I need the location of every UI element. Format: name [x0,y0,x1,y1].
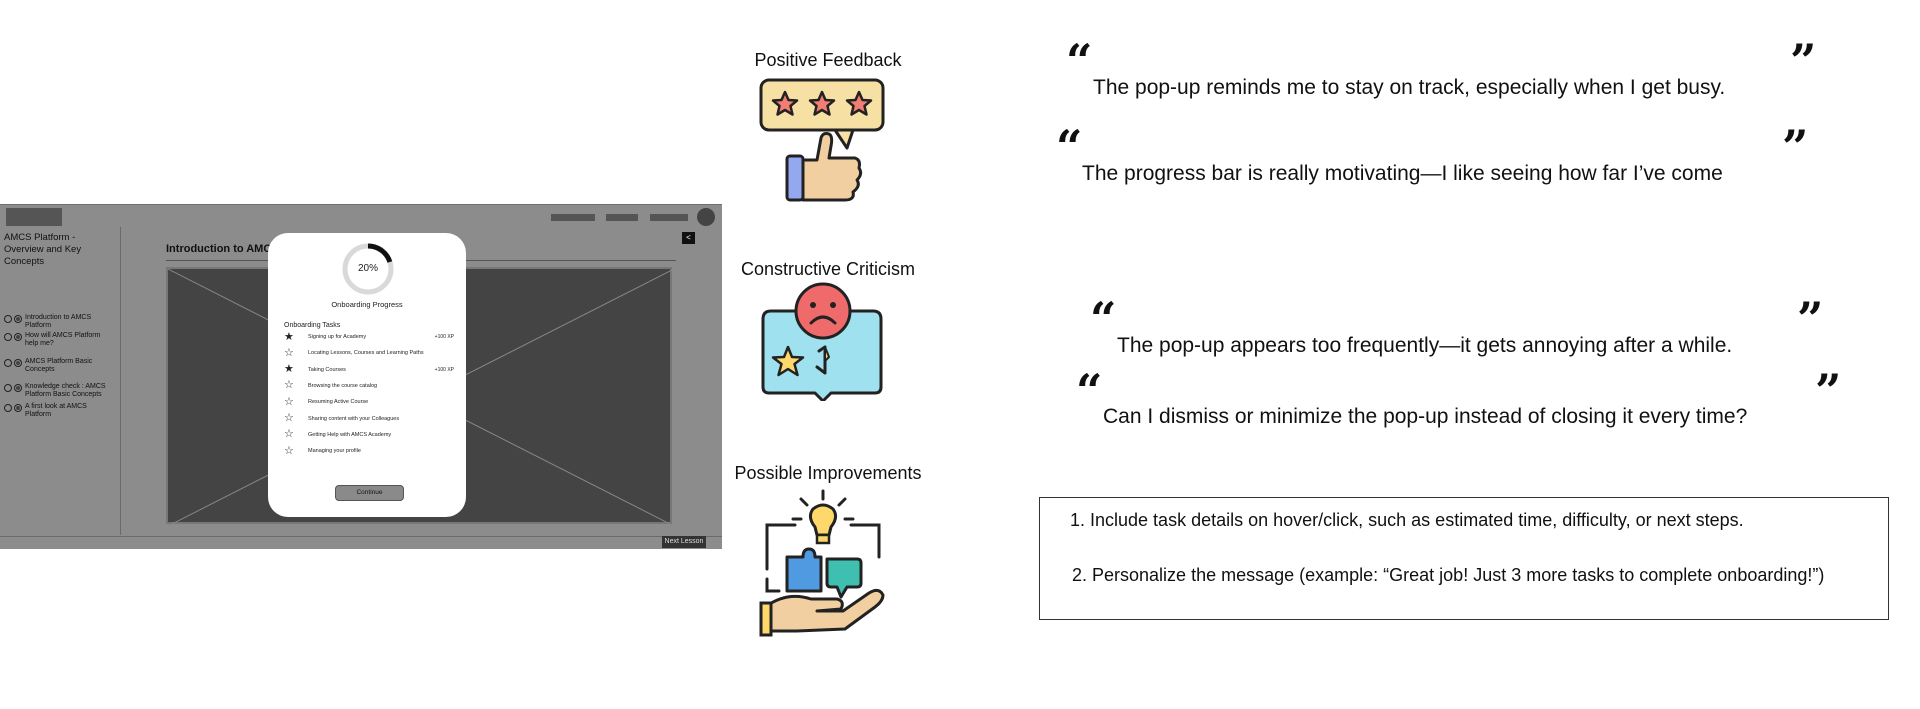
quote-text: The pop-up appears too frequently—it get… [1117,334,1733,357]
open-quote-mark: “ [1090,292,1117,346]
section-title-improvements: Possible Improvements [734,463,922,483]
task-xp: +100 XP [434,366,454,373]
task-name: Sharing content with your Colleagues [308,415,400,422]
open-quote-mark: “ [1066,34,1093,88]
sidebar-lesson[interactable]: A first look at AMCS Platform [4,403,95,419]
improvement-item: 2. Personalize the message (example: “Gr… [1072,565,1825,585]
task-xp: +100 XP [434,334,454,340]
task-name: Getting Help with AMCS Academy [308,431,392,438]
task-name: Managing your profile [308,448,361,455]
tasks-heading: Onboarding Tasks [284,322,341,329]
back-button[interactable]: < [682,232,695,244]
sad-face-rating-icon [761,282,883,401]
task-row[interactable]: ☆ Locating Lessons, Courses and Learning … [284,347,454,359]
quote-text: The progress bar is really motivating—I … [1082,162,1723,185]
task-name: Resuming Active Course [308,399,369,406]
continue-button[interactable]: Continue [335,485,404,501]
sidebar-lesson[interactable]: Introduction to AMCS Platform [4,314,105,330]
section-title-criticism: Constructive Criticism [740,259,916,279]
modal-title: Onboarding Progress [331,300,403,309]
nav-placeholder-2[interactable] [606,214,638,221]
close-quote-mark: ” [1815,364,1842,418]
sidebar-lesson[interactable]: Knowledge check : AMCS Platform Basic Co… [4,383,121,399]
star-filled-icon: ★ [284,330,294,343]
avatar[interactable] [697,208,715,226]
onboarding-progress-modal: 20% Onboarding Progress Onboarding Tasks… [268,233,466,517]
task-row[interactable]: ☆ Browsing the course catalog [284,380,454,392]
improvements-box: 1. Include task details on hover/click, … [1039,497,1889,620]
star-outline-icon: ☆ [284,428,294,441]
course-title: AMCS Platform - Overview and Key Concept… [4,232,82,267]
star-outline-icon: ☆ [284,346,294,359]
task-row[interactable]: ☆ Getting Help with AMCS Academy [284,429,454,441]
close-quote-mark: ” [1782,120,1809,174]
star-outline-icon: ☆ [284,412,294,424]
star-outline-icon: ☆ [284,444,294,457]
task-name: Taking Courses [308,366,346,373]
nav-placeholder-3[interactable] [650,214,688,221]
improvement-item: 1. Include task details on hover/click, … [1070,510,1744,530]
quote-text: The pop-up reminds me to stay on track, … [1093,76,1726,99]
open-quote-mark: “ [1056,120,1083,174]
task-name: Locating Lessons, Courses and Learning P… [308,350,424,357]
section-title-positive: Positive Feedback [754,50,902,70]
task-name: Signing up for Academy [308,334,367,340]
next-lesson-button[interactable]: Next Lesson [662,536,706,548]
star-outline-icon: ☆ [284,395,294,408]
task-name: Browsing the course catalog [308,382,378,389]
sidebar-lesson[interactable]: AMCS Platform Basic Concepts [4,358,105,374]
star-filled-icon: ★ [284,363,294,376]
close-quote-mark: ” [1790,34,1817,88]
task-row[interactable]: ☆ Sharing content with your Colleagues [284,413,454,425]
close-quote-mark: ” [1797,292,1824,346]
sidebar-lesson[interactable]: How will AMCS Platform help me? [4,332,105,348]
footer-divider [0,536,722,537]
task-row[interactable]: ☆ Resuming Active Course [284,396,454,408]
task-row[interactable]: ☆ Managing your profile [284,445,454,457]
idea-puzzle-hand-icon [759,489,885,637]
star-outline-icon: ☆ [284,379,294,392]
task-row[interactable]: ★ Taking Courses +100 XP [284,364,454,376]
task-row[interactable]: ★ Signing up for Academy +100 XP [284,331,454,343]
lesson-heading: Introduction to AMCS [166,243,279,255]
app-logo [6,208,62,226]
progress-percent: 20% [357,263,378,274]
progress-ring [342,243,394,295]
open-quote-mark: “ [1076,364,1103,418]
nav-placeholder-1[interactable] [551,214,595,221]
quote-text: Can I dismiss or minimize the pop-up ins… [1103,405,1748,428]
course-sidebar: AMCS Platform - Overview and Key Concept… [0,227,121,535]
thumbs-up-rating-icon [759,78,885,202]
